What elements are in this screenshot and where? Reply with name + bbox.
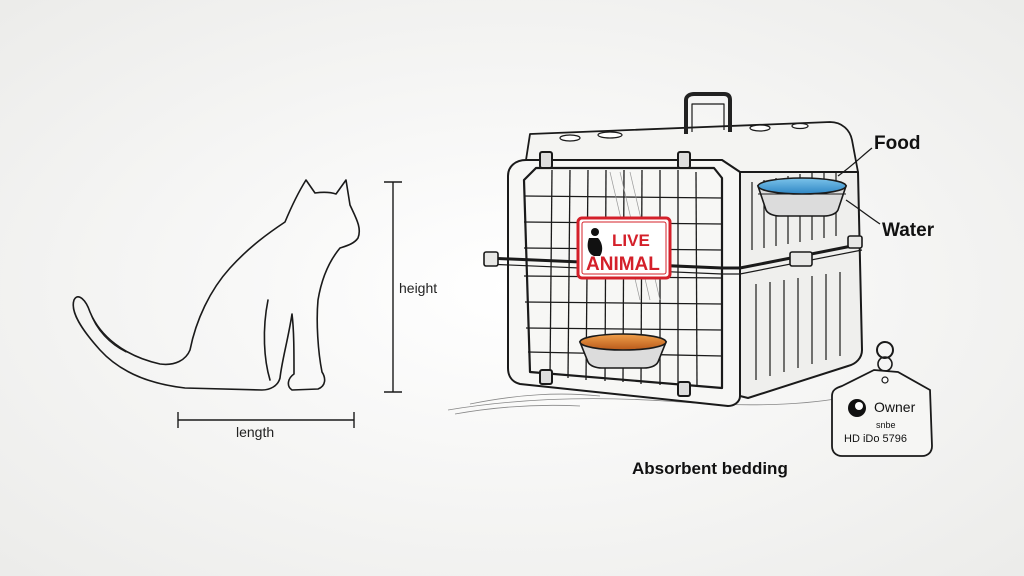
bedding-label: Absorbent bedding — [632, 459, 788, 478]
food-label: Food — [874, 133, 920, 154]
tag-id-number: HD iDo 5796 — [844, 433, 907, 445]
length-label: length — [236, 424, 274, 440]
cat-outline — [72, 179, 361, 391]
pet-crate — [483, 92, 863, 407]
owner-avatar-icon — [848, 399, 866, 417]
water-label: Water — [882, 220, 935, 241]
food-callout-line — [837, 147, 873, 177]
sign-line-2: ANIMAL — [586, 254, 660, 275]
live-animal-sign: LIVE ANIMAL — [576, 216, 672, 280]
height-dimension — [384, 181, 402, 393]
id-tag: Owner snbe HD iDo 5796 — [831, 341, 933, 457]
sign-line-1: LIVE — [612, 231, 650, 250]
tag-owner: Owner — [874, 399, 916, 415]
food-bowl-icon — [578, 333, 668, 369]
water-callout-line — [845, 199, 881, 225]
ground-shadow — [447, 393, 861, 415]
length-dimension — [177, 412, 355, 428]
animal-silhouette-icon — [587, 228, 603, 256]
height-label: height — [399, 280, 437, 296]
water-bowl-icon — [756, 177, 848, 217]
tag-line-2: snbe — [876, 420, 896, 430]
